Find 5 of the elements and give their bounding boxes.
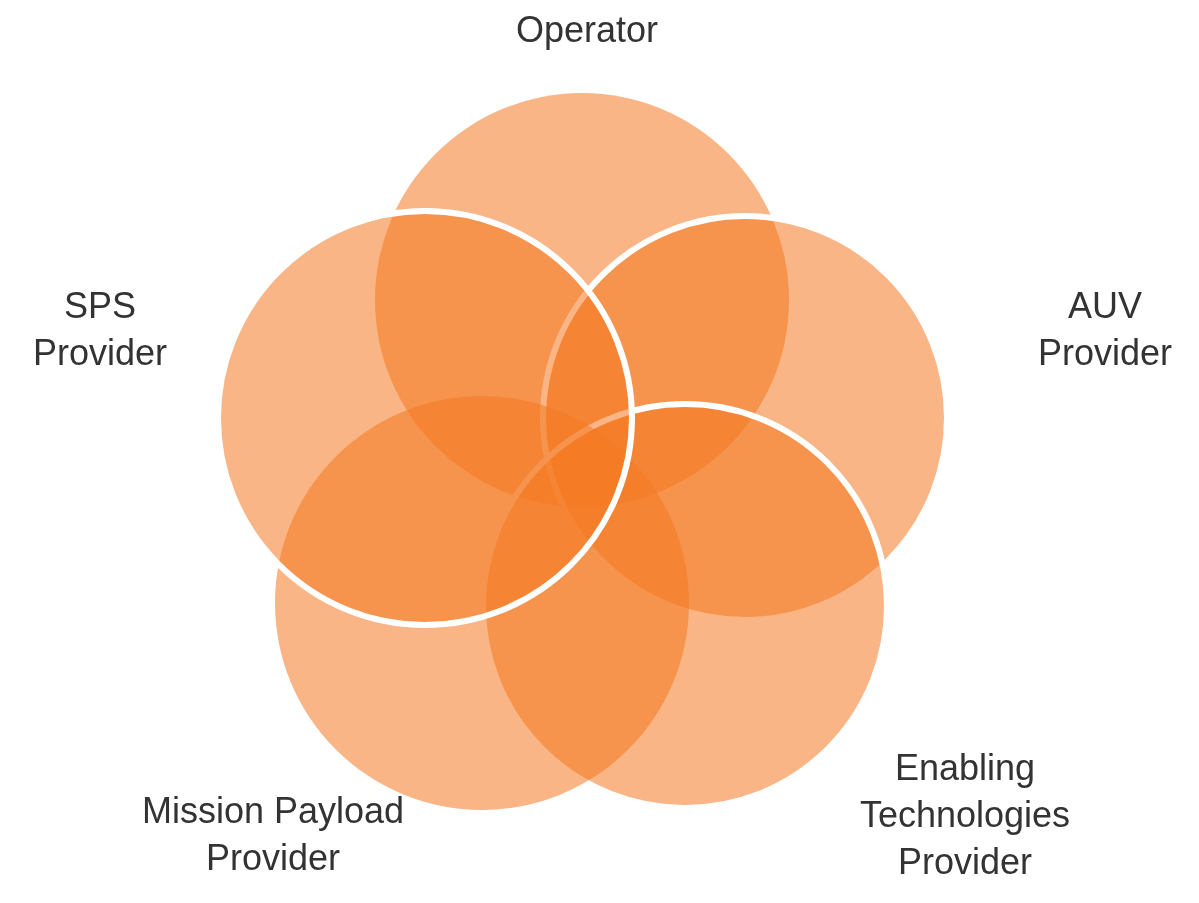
- circle-label: Operator: [514, 7, 660, 52]
- circle-label: AUV Provider: [1036, 284, 1174, 375]
- circle-label: Enabling Technologies Provider: [858, 746, 1072, 884]
- circle-label: Mission Payload Provider: [140, 789, 406, 880]
- circle-label: SPS Provider: [31, 284, 169, 375]
